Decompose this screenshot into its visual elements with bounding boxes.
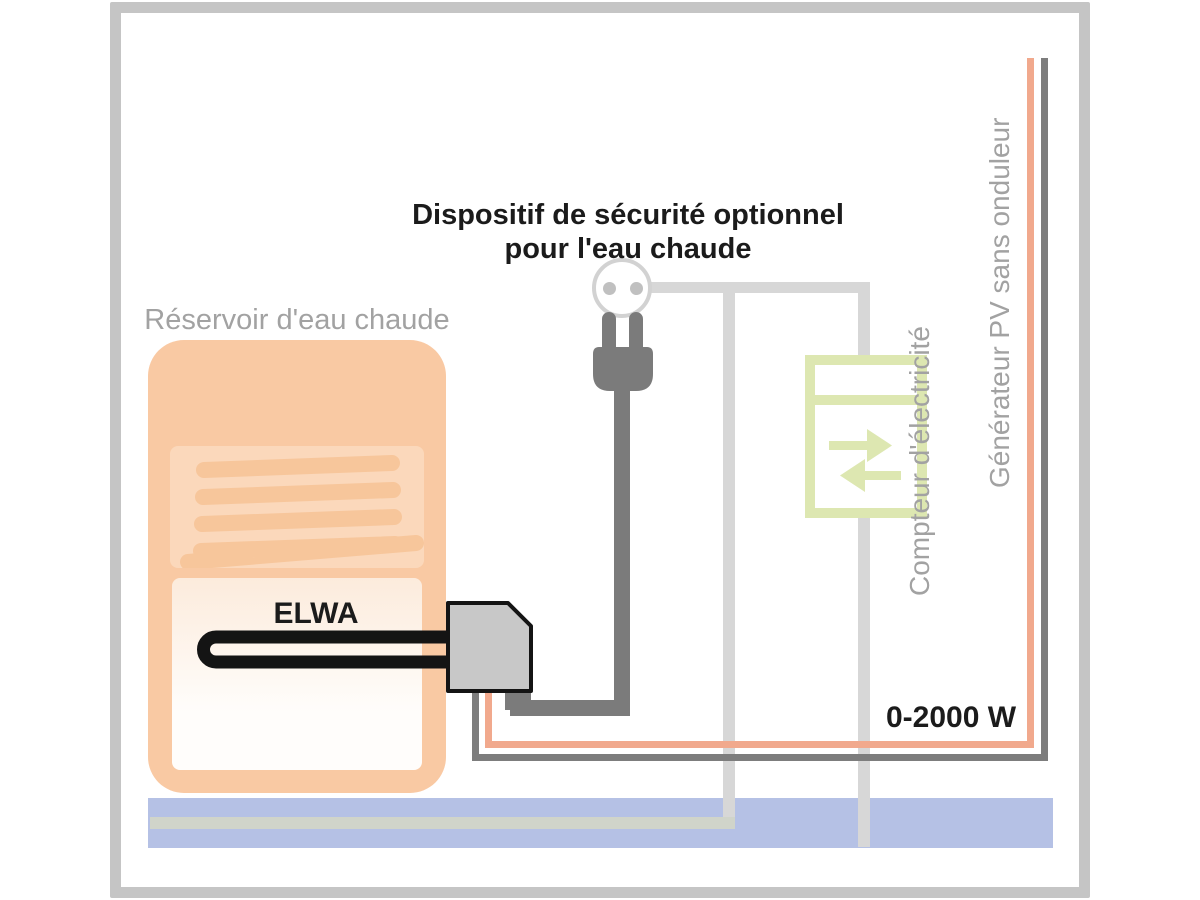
- heating-element-icon: [197, 630, 458, 669]
- tank-coil-panel: [170, 446, 424, 568]
- elwa-control-box: [446, 601, 533, 693]
- pv-wire-gray-horizontal: [472, 754, 1048, 761]
- socket-pin-hole: [630, 282, 643, 295]
- grid-wire-stripe: [150, 817, 735, 829]
- grid-branch-wire: [723, 282, 735, 829]
- power-range-label: 0-2000 W: [886, 701, 1017, 734]
- meter-divider: [815, 395, 917, 405]
- electricity-meter: [805, 355, 927, 518]
- diagram-title: Dispositif de sécurité optionnel pour l'…: [412, 198, 844, 266]
- pv-wire-gray-vertical: [1041, 58, 1048, 761]
- plug-cord-down: [614, 386, 630, 716]
- tank-lower-panel: [172, 578, 422, 770]
- pv-wire-gray-stub: [472, 690, 479, 761]
- pv-wire-salmon-vertical: [1027, 58, 1034, 748]
- socket-icon: [592, 258, 652, 318]
- hot-water-tank: [148, 340, 446, 793]
- pv-wire-salmon-horizontal: [485, 741, 1034, 748]
- socket-pin-hole: [603, 282, 616, 295]
- pv-generator-label: Générateur PV sans onduleur: [984, 117, 1015, 488]
- pv-wire-salmon-stub: [485, 690, 492, 748]
- frame-border: [110, 2, 1090, 898]
- meter-arrows-icon: [829, 429, 901, 492]
- socket-wire-horizontal: [646, 282, 870, 293]
- plug-cord-horizontal: [510, 700, 630, 716]
- heat-exchanger-coil-icon: [180, 455, 424, 568]
- title-line-2: pour l'eau chaude: [504, 233, 752, 265]
- plug-icon: [593, 312, 653, 391]
- tank-label: Réservoir d'eau chaude: [144, 304, 450, 336]
- title-line-1: Dispositif de sécurité optionnel: [412, 199, 844, 231]
- meter-label: Compteur d'électricité: [904, 326, 935, 596]
- elwa-label: ELWA: [273, 597, 359, 630]
